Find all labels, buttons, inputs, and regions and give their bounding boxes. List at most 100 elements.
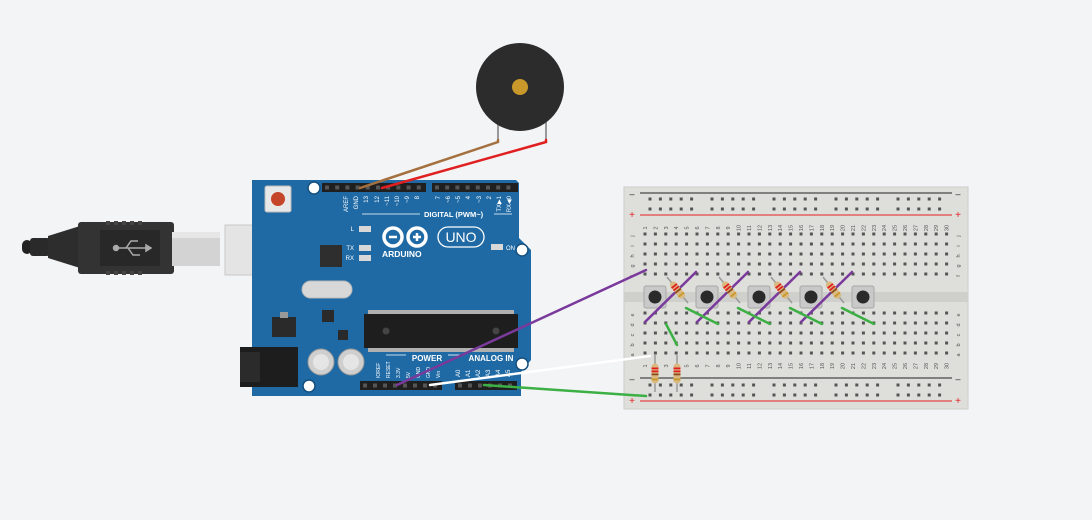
wire-green[interactable] (840, 306, 876, 326)
breadboard-label: 21 (851, 225, 857, 231)
mount-hole (515, 357, 529, 371)
breadboard-label: 3 (664, 364, 670, 367)
wire-green[interactable] (788, 306, 824, 326)
wire-purple[interactable] (643, 270, 698, 324)
breadboard-label: 7 (705, 364, 711, 367)
breadboard-label: 7 (705, 226, 711, 229)
breadboard-label: e (630, 313, 636, 316)
power-pin-label: 3.3V (396, 367, 402, 378)
pushbutton[interactable] (851, 285, 875, 309)
breadboard-label: 8 (716, 226, 722, 229)
mount-hole (302, 379, 316, 393)
power-pin-label: RESET (386, 361, 392, 378)
breadboard-label: 8 (716, 364, 722, 367)
resistor[interactable] (651, 355, 659, 392)
breadboard-label: a (630, 353, 636, 357)
analog-label: ANALOG IN (469, 354, 514, 363)
breadboard-label: h (956, 254, 962, 257)
wire-green-short[interactable] (664, 322, 679, 347)
on-label: ON (506, 246, 515, 252)
breadboard-label: 29 (934, 363, 940, 369)
power-header (360, 381, 442, 390)
pushbutton[interactable] (695, 285, 719, 309)
rail-minus-label: – (629, 189, 634, 199)
wire-white[interactable] (428, 354, 652, 387)
rail-minus-label: – (955, 374, 960, 384)
digital-pin-label: 4 (466, 195, 472, 199)
breadboard-label: 25 (893, 363, 899, 369)
breadboard-label: d (956, 323, 962, 326)
resistor[interactable] (673, 355, 681, 392)
wire-purple[interactable] (799, 270, 854, 324)
breadboard-label: 14 (778, 363, 784, 369)
analog-pin-label: A4 (496, 369, 502, 377)
voltage-regulator (272, 317, 296, 337)
breadboard-label: 23 (872, 225, 878, 231)
led-indicators: L TX RX ON (346, 226, 515, 262)
breadboard-label: 6 (695, 226, 701, 229)
breadboard-label: f (956, 275, 962, 277)
pushbutton[interactable] (799, 285, 823, 309)
resistor[interactable] (822, 276, 845, 304)
wire-purple[interactable] (695, 270, 750, 324)
wires (358, 138, 876, 398)
breadboard-label: 21 (851, 363, 857, 369)
power-label: POWER (412, 354, 442, 363)
breadboard-label: 23 (872, 363, 878, 369)
resistor[interactable] (770, 276, 793, 304)
breadboard-label: 11 (747, 225, 753, 231)
wire-green[interactable] (736, 306, 772, 326)
breadboard-label: d (630, 323, 636, 326)
breadboard-label: 17 (809, 363, 815, 369)
l-label: L (351, 227, 355, 233)
small-chip (322, 310, 334, 322)
analog-pin-label: A3 (486, 369, 492, 377)
breadboard-label: 24 (882, 363, 888, 369)
reset-button-cap[interactable] (271, 192, 285, 206)
power-pin-label: GND (416, 367, 422, 379)
breadboard-label: 11 (747, 363, 753, 369)
digital-pin-label: GND (354, 195, 360, 209)
breadboard-label: 27 (913, 363, 919, 369)
crystal-oscillator (301, 280, 353, 299)
breadboard-label: g (630, 264, 636, 267)
breadboard-label: 18 (820, 363, 826, 369)
digital-pin-label: ~3 (477, 195, 483, 203)
wire-green-analog[interactable] (482, 383, 648, 398)
breadboard-label: 18 (820, 225, 826, 231)
digital-pin-label: 12 (375, 195, 381, 202)
model-label: UNO (445, 229, 476, 245)
wire-purple-gnd[interactable] (395, 268, 648, 387)
pushbutton[interactable] (643, 285, 667, 309)
power-pin-label: 5V (406, 371, 412, 378)
wire-green[interactable] (684, 306, 720, 326)
rail-plus-label: + (629, 396, 635, 407)
breadboard-label: 19 (830, 225, 836, 231)
breadboard-label: i (956, 245, 962, 246)
usb-icon (112, 240, 153, 256)
piezo-buzzer[interactable] (476, 43, 564, 140)
wire-brown[interactable] (358, 138, 500, 190)
breadboard-label: 26 (903, 363, 909, 369)
digital-pin-label: 8 (415, 195, 421, 199)
digital-pin-label: AREF (344, 196, 350, 212)
rail-plus-label: + (629, 210, 635, 221)
breadboard-label: 30 (945, 363, 951, 369)
wire-purple[interactable] (747, 270, 802, 324)
digital-label: DIGITAL (PWM~) (424, 210, 484, 219)
resistor[interactable] (666, 276, 689, 304)
brand-label: ARDUINO (382, 249, 422, 259)
pushbutton[interactable] (747, 285, 771, 309)
breadboard-label: 4 (674, 226, 680, 229)
wire-red[interactable] (380, 138, 548, 190)
breadboard-label: 20 (841, 363, 847, 369)
breadboard-label: 19 (830, 363, 836, 369)
analog-pin-label: A2 (476, 369, 482, 377)
breadboard-label: c (956, 333, 962, 336)
rail-plus-label: + (955, 396, 961, 407)
resistor[interactable] (718, 276, 741, 304)
buzzer-center (512, 79, 528, 95)
digital-header (322, 183, 518, 192)
